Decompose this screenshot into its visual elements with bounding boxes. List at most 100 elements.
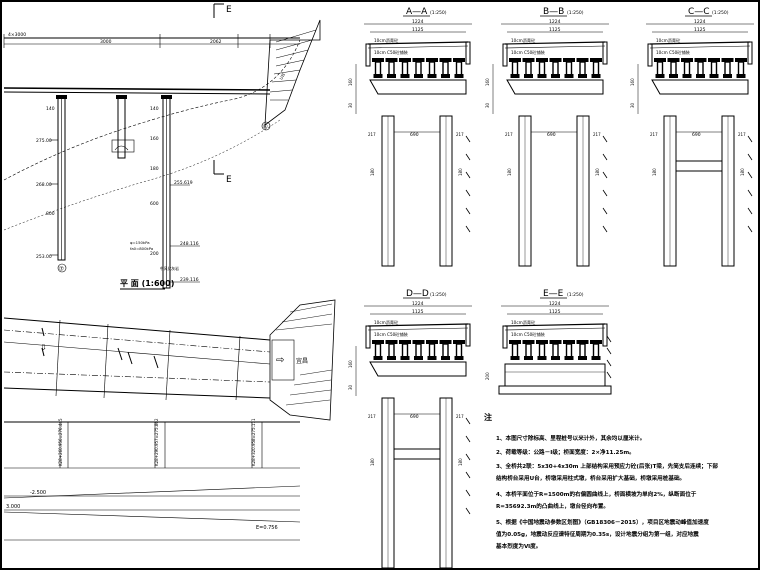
section-scale: (1:250) (567, 10, 584, 16)
plan-title: 平 面 (1:600) (120, 279, 174, 288)
pile-level-2: 268.00 (36, 182, 52, 188)
girder-bulb (387, 356, 396, 360)
span-dim-3: 2062 (210, 39, 222, 45)
center-dim: 690 (547, 132, 556, 138)
dim-total: 1224 (412, 19, 424, 25)
girder-bulb (564, 74, 574, 78)
girder-bulb (709, 74, 719, 78)
girder-bulb (454, 74, 464, 78)
abutment-footing (498, 385, 612, 395)
section-scale: (1:250) (430, 292, 447, 298)
svg-text:K28+290.957=275.862: K28+290.957=275.862 (154, 418, 159, 466)
girder-flange (667, 58, 680, 62)
col-dia-left: 180 (370, 458, 375, 466)
girder-flange (372, 58, 384, 62)
girder-bulb (578, 74, 587, 78)
ground-hatch (465, 153, 471, 161)
railing-right (602, 323, 608, 347)
ground-hatch (465, 453, 471, 461)
ground-hatch (602, 189, 608, 197)
railing-right (465, 323, 471, 347)
svg-text:中风化灰岩: 中风化灰岩 (160, 266, 179, 271)
girder-flange (576, 340, 589, 344)
dim-total: 1224 (412, 301, 424, 307)
direction-label: 宜昌 (296, 357, 308, 365)
girder-web (670, 61, 677, 77)
svg-text:200: 200 (150, 251, 159, 257)
section-title: C—C (688, 7, 710, 17)
note-line-4: 结构桥台采用U台，桥墩采用柱式墩，桥台采用扩大基础，桥墩采用桩基础。 (496, 474, 685, 482)
side-dim-2: 30 (630, 102, 635, 108)
girder-web (552, 61, 559, 77)
ground-hatch (465, 171, 471, 179)
railing-right (747, 41, 753, 65)
ground-hatch (465, 207, 471, 215)
girder-bulb (373, 356, 383, 360)
side-dim: 160 (348, 78, 353, 86)
girder-web (401, 61, 409, 77)
svg-text:fa0=800kPa: fa0=800kPa (130, 246, 153, 251)
notes-block: 注 1、本图尺寸除标高、里程桩号以米计外，其余均以厘米计。 2、荷载等级：公路－… (484, 412, 718, 550)
girder-web (442, 61, 449, 77)
girder-flange (708, 58, 720, 62)
layer-1-label: 10cm沥青砼 (511, 37, 536, 44)
girder-bulb (510, 74, 520, 78)
deck-top (367, 41, 469, 45)
dim-total: 1224 (549, 301, 561, 307)
girder-bulb (387, 74, 396, 78)
girder-flange (536, 58, 548, 62)
girder-flange (735, 58, 747, 62)
girder-bulb (537, 74, 547, 78)
ground-hatch (465, 135, 471, 143)
girder-bulb (524, 74, 533, 78)
ground-hatch (465, 435, 471, 443)
girder-bulb (414, 356, 423, 360)
note-line-8: 值为0.05g，地震动反应谱特征周期为0.35s，设计地震分组为第一组，对应地震 (496, 530, 699, 538)
girder-web (592, 343, 600, 359)
railing-left (365, 325, 371, 349)
note-line-2: 2、荷载等级：公路－Ⅰ级；桥面宽度：2×净11.25m。 (496, 448, 635, 456)
ground-hatch (465, 507, 471, 515)
dim-total: 1224 (549, 19, 561, 25)
section-scale: (1:250) (430, 10, 447, 16)
col-dia-right: 180 (458, 168, 463, 176)
tie-beam (393, 448, 441, 460)
girder-flange (372, 340, 384, 344)
ground-hatch (602, 135, 608, 143)
girder-bulb (591, 74, 601, 78)
girder-web (511, 61, 519, 77)
ground-hatch (747, 171, 753, 179)
deck-top (649, 41, 751, 45)
svg-text:K28+260.956=276.445: K28+260.956=276.445 (58, 418, 63, 466)
svg-text:K28+320.958=275.111: K28+320.958=275.111 (251, 418, 256, 466)
girder-web (525, 343, 532, 359)
cap-beam (369, 361, 467, 377)
layer-1-label: 10cm沥青砼 (374, 37, 399, 44)
pile-top: 140 (150, 106, 159, 112)
cut-marker-top: E (226, 5, 232, 15)
direction-arrow: ⇨ (276, 355, 284, 366)
col-dim-left: 217 (505, 132, 513, 137)
svg-text:160: 160 (150, 136, 159, 142)
pier-mid (114, 95, 129, 159)
girder-bulb (655, 74, 665, 78)
girder-flange (563, 340, 575, 344)
cut-marker-bottom: E (226, 175, 232, 185)
abutment-body (504, 363, 606, 387)
railing-right (602, 41, 608, 65)
note-line-3: 3、全桥共2联：5x30+4x30m 上部结构采用预应力砼(后张)T梁，先简支后… (496, 462, 718, 470)
girder-web (592, 61, 600, 77)
side-dim-2: 30 (348, 102, 353, 108)
girder-web (710, 61, 718, 77)
girder-bulb (723, 74, 732, 78)
side-dim: 160 (630, 78, 635, 86)
girder-flange (399, 340, 411, 344)
side-dim-2: 30 (348, 384, 353, 390)
girder-flange (509, 340, 521, 344)
girder-flange (681, 58, 693, 62)
deck-top (504, 323, 606, 327)
girder-flange (399, 58, 411, 62)
ground-hatch (602, 225, 608, 233)
